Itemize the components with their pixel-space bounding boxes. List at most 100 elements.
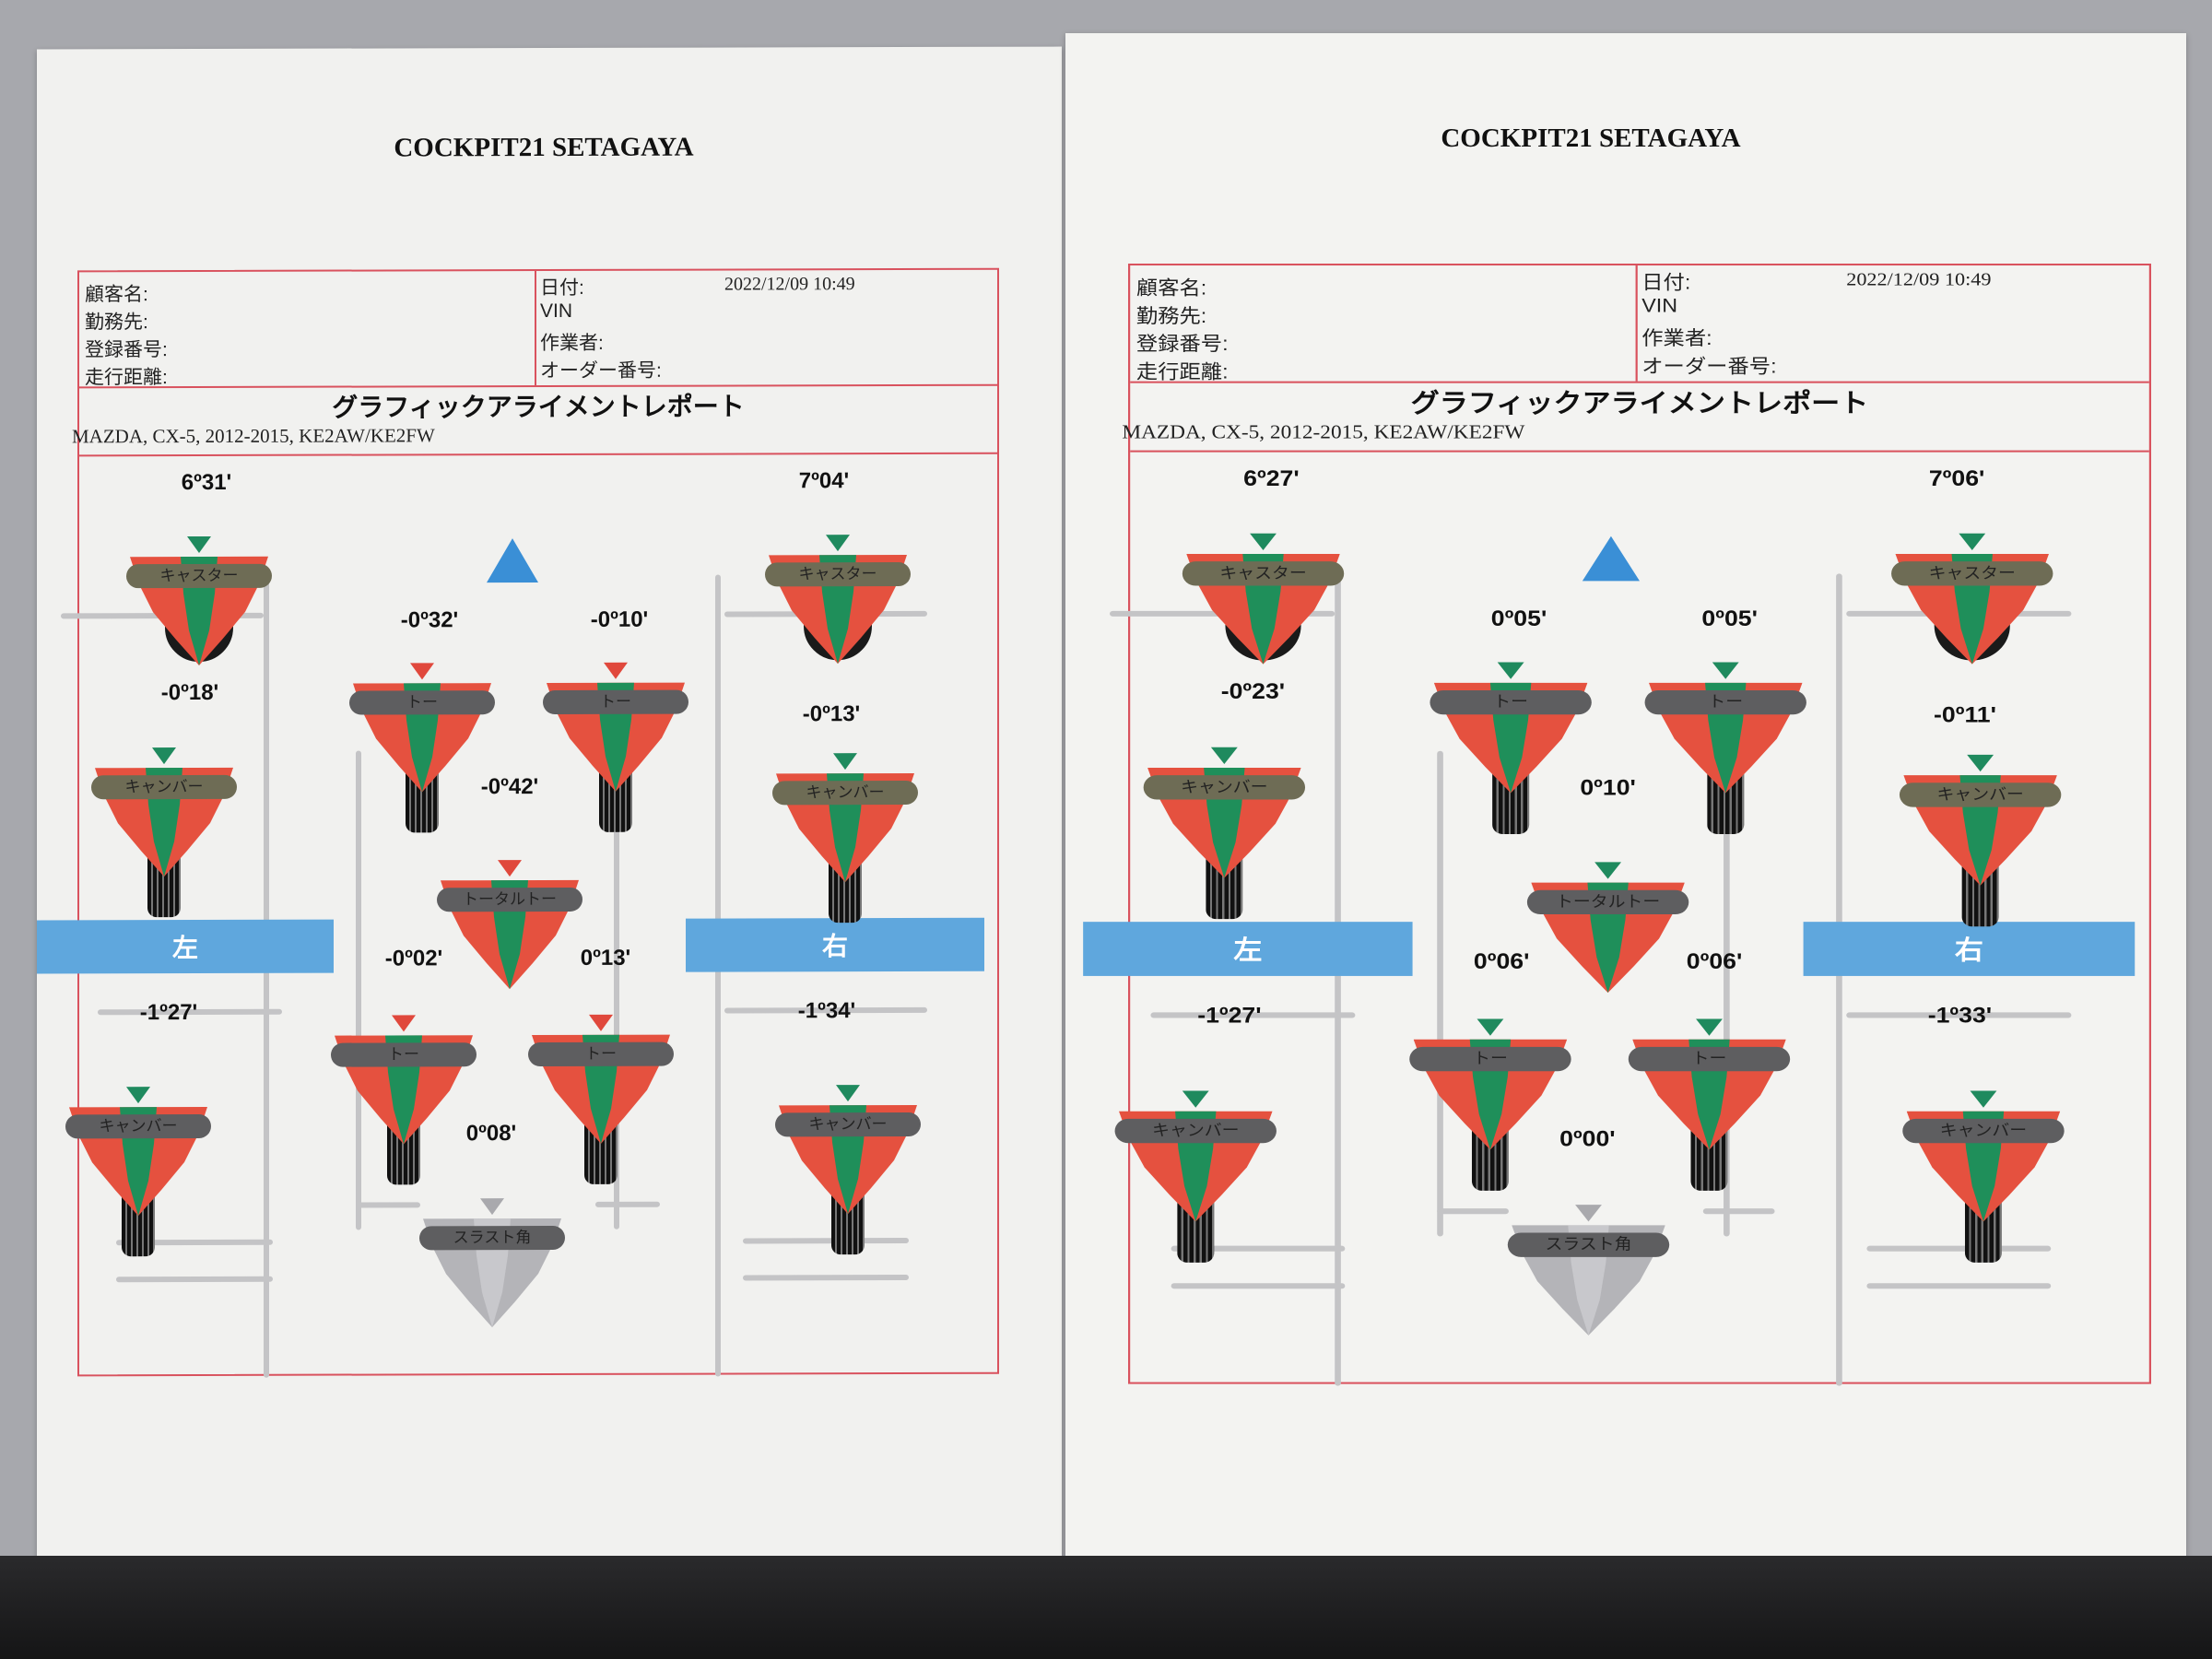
lr-camber-label: キャンバー: [1114, 1118, 1277, 1144]
lf-toe-value: -0º32': [400, 607, 459, 633]
gauge-scale-icon: [1906, 1090, 2061, 1222]
vehicle-outline: [1171, 1283, 1346, 1289]
gauge-scale-icon: [769, 535, 907, 665]
header-divider: [79, 452, 997, 457]
vehicle-outline: [1836, 573, 1842, 1386]
rf-toe-value: -0º10': [590, 606, 649, 632]
side-label-right: 右: [1803, 922, 2136, 976]
lf-camber-value: -0º18': [160, 679, 219, 706]
side-label-left: 左: [37, 919, 334, 974]
header-date-label: 日付:: [1641, 272, 1691, 294]
lr-toe-value: -0º02': [384, 946, 443, 971]
vehicle-outline: [743, 1274, 909, 1281]
header-technician-label: 作業者:: [1641, 327, 1712, 350]
gauge-scale-icon: [1512, 1205, 1665, 1335]
vehicle-outline: [743, 1237, 909, 1244]
rr-toe-gauge: トー: [1628, 1013, 1791, 1191]
header-registration-label: 登録番号:: [1135, 333, 1229, 356]
rr-camber-gauge: キャンバー: [1902, 1085, 2065, 1263]
lf-camber-label: キャンバー: [91, 774, 237, 800]
header-technician-label: 作業者:: [540, 332, 604, 355]
side-label-right: 右: [686, 917, 984, 972]
header-divider: [1635, 265, 1638, 382]
thrust-gauge: スラスト角: [419, 1193, 565, 1331]
header-order-label: オーダー番号:: [540, 359, 662, 382]
lf-toe-gauge: トー: [1430, 656, 1592, 834]
gauge-scale-icon: [95, 747, 233, 877]
vehicle-outline: [1437, 750, 1443, 1237]
vehicle-outline: [1702, 1208, 1775, 1215]
thrust-label: スラスト角: [419, 1225, 565, 1251]
vehicle-outline: [595, 1201, 660, 1207]
rf-caster-label: キャスター: [765, 561, 911, 587]
gauge-scale-icon: [1186, 533, 1340, 665]
rf-caster-label: キャスター: [1891, 561, 2053, 586]
header-customer-label: 顧客名:: [85, 284, 148, 306]
shop-title: COCKPIT21 SETAGAYA: [394, 132, 694, 163]
gauge-scale-icon: [1632, 1018, 1786, 1150]
rf-camber-value: -0º11': [1934, 702, 1996, 728]
gauge-scale-icon: [776, 753, 914, 883]
gauge-scale-icon: [1119, 1090, 1273, 1222]
rr-toe-label: トー: [528, 1041, 674, 1067]
total-toe-value: -0º42': [480, 774, 539, 800]
gauge-scale-icon: [441, 860, 579, 990]
vehicle-outline: [116, 1276, 273, 1283]
rr-toe-label: トー: [1628, 1046, 1791, 1072]
vehicle-outline: [1846, 1012, 2072, 1018]
rf-caster-gauge: キャスター: [765, 529, 911, 667]
rr-camber-gauge: キャンバー: [775, 1079, 921, 1255]
lf-caster-gauge: キャスター: [126, 531, 272, 669]
report-title: グラフィックアライメントレポート: [332, 392, 745, 422]
forward-direction-arrow-icon: [1582, 535, 1640, 582]
forward-direction-arrow-icon: [487, 538, 538, 583]
lr-toe-gauge: トー: [1409, 1013, 1571, 1191]
side-label-left: 左: [1083, 922, 1413, 976]
header-vin-label: VIN: [540, 300, 573, 323]
lf-caster-value: 6º31': [181, 469, 232, 496]
vehicle-outline: [1437, 1208, 1509, 1215]
vehicle-outline: [264, 575, 269, 1378]
total-toe-gauge: トータルトー: [1526, 856, 1689, 996]
gauge-scale-icon: [353, 663, 491, 793]
vehicle-outline: [356, 750, 361, 1230]
lr-toe-value: 0º06': [1473, 948, 1530, 974]
report-title: グラフィックアライメントレポート: [1410, 388, 1869, 418]
header-date-label: 日付:: [540, 276, 584, 300]
rr-toe-value: 0º06': [1686, 948, 1743, 974]
rf-toe-value: 0º05': [1701, 606, 1758, 632]
rf-camber-label: キャンバー: [1899, 782, 2062, 807]
gauge-scale-icon: [423, 1198, 561, 1328]
lf-toe-value: 0º05': [1490, 606, 1547, 632]
lf-toe-label: トー: [1430, 689, 1592, 715]
header-order-label: オーダー番号:: [1641, 356, 1777, 378]
lr-camber-label: キャンバー: [65, 1113, 211, 1139]
lf-caster-label: キャスター: [1182, 561, 1345, 586]
gauge-scale-icon: [130, 535, 268, 665]
rf-toe-label: トー: [1644, 689, 1806, 715]
gauge-scale-icon: [532, 1014, 670, 1144]
rr-camber-value: -1º33': [1927, 1003, 1993, 1029]
lr-toe-label: トー: [1409, 1046, 1571, 1072]
lr-toe-label: トー: [331, 1042, 477, 1067]
vehicle-outline: [356, 1202, 420, 1208]
shop-title: COCKPIT21 SETAGAYA: [1441, 124, 1741, 153]
vehicle-description: MAZDA, CX-5, 2012-2015, KE2AW/KE2FW: [72, 424, 435, 448]
gauge-scale-icon: [1413, 1018, 1568, 1150]
header-date-value: 2022/12/09 10:49: [724, 274, 855, 295]
header-customer-label: 顧客名:: [1135, 277, 1207, 300]
rr-camber-label: キャンバー: [775, 1112, 921, 1137]
gauge-scale-icon: [335, 1015, 473, 1145]
header-registration-label: 登録番号:: [85, 339, 168, 361]
lf-camber-gauge: キャンバー: [91, 742, 237, 918]
rf-camber-gauge: キャンバー: [1899, 749, 2062, 927]
rf-caster-value: 7º04': [798, 468, 850, 494]
lf-toe-label: トー: [349, 690, 495, 715]
rr-toe-value: 0º13': [580, 945, 631, 971]
total-toe-value: 0º10': [1580, 775, 1636, 801]
vehicle-outline: [715, 574, 721, 1377]
gauge-scale-icon: [779, 1085, 917, 1215]
rr-camber-value: -1º34': [797, 998, 856, 1024]
